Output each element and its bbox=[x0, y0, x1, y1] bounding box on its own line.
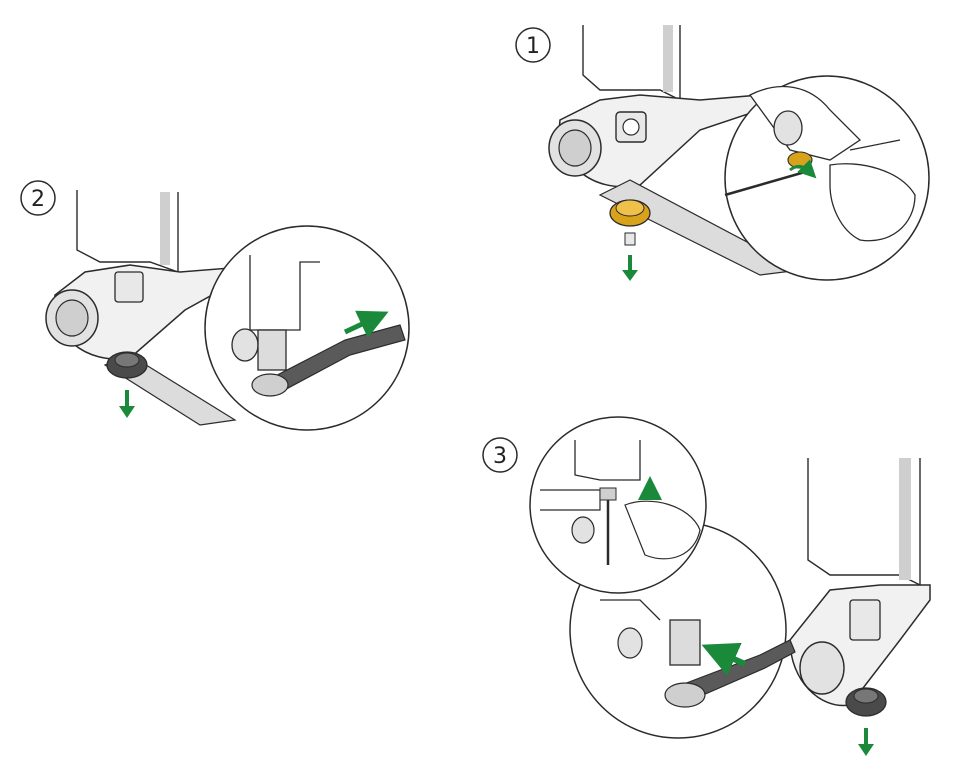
step-3-push-arrow-icon bbox=[701, 642, 747, 676]
step-1-down-arrow-icon bbox=[622, 255, 638, 281]
step-1-turn-arrow-icon bbox=[789, 159, 817, 179]
step-2-number: 2 bbox=[31, 187, 45, 212]
step-2-dark-nut bbox=[106, 351, 148, 379]
step-3-dark-nut bbox=[845, 687, 887, 717]
step-3-number: 3 bbox=[493, 444, 507, 469]
step-2-detail-circle bbox=[204, 225, 410, 431]
step-3-fork bbox=[789, 458, 931, 707]
step-2-down-arrow-icon bbox=[119, 390, 135, 418]
step-2-badge: 2 bbox=[20, 180, 56, 216]
step-3-ratchet-detail-circle bbox=[569, 521, 796, 739]
step-1-number: 1 bbox=[526, 34, 540, 59]
step-1-group: 1 bbox=[515, 25, 930, 281]
step-1-fork bbox=[548, 25, 802, 276]
step-3-down-arrow-icon bbox=[858, 728, 874, 756]
step-1-detail-circle bbox=[724, 75, 930, 281]
step-3-hexkey-detail-circle bbox=[529, 416, 707, 594]
step-2-turn-arrow-icon bbox=[343, 310, 389, 338]
step-3-badge: 3 bbox=[482, 437, 518, 473]
gold-adjuster-knob bbox=[609, 199, 651, 246]
step-1-badge: 1 bbox=[515, 27, 551, 63]
step-2-group: 2 bbox=[20, 180, 410, 431]
step-3-group: 3 bbox=[482, 416, 931, 756]
